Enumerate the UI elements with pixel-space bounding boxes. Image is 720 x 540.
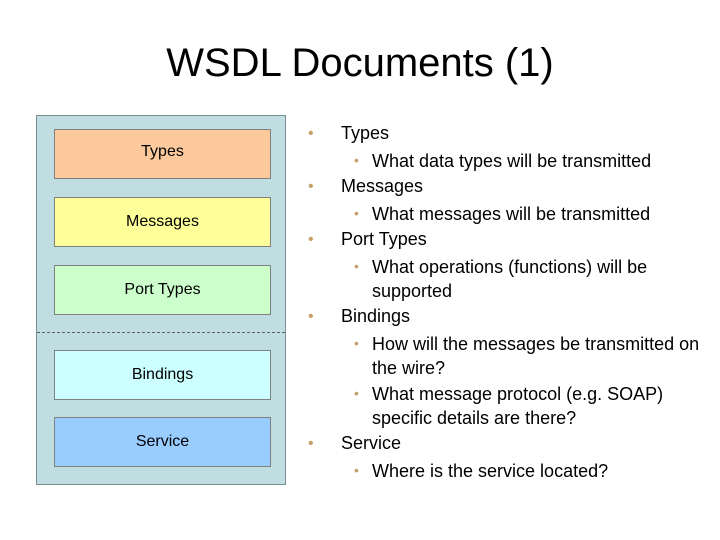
sub-bullet: • What operations (functions) will be su… bbox=[341, 253, 718, 303]
bullet-types: • Types • What data types will be transm… bbox=[308, 120, 718, 173]
bullet-port-types: • Port Types • What operations (function… bbox=[308, 226, 718, 303]
sub-bullet: • What messages will be transmitted bbox=[341, 200, 718, 226]
bullet-list: • Types • What data types will be transm… bbox=[308, 120, 718, 483]
bullet-text: Types bbox=[341, 123, 390, 143]
bullet-service: • Service • Where is the service located… bbox=[308, 430, 718, 483]
sub-bullet: • What data types will be transmitted bbox=[341, 147, 718, 173]
sub-bullet: • How will the messages be transmitted o… bbox=[341, 330, 718, 380]
block-messages: Messages bbox=[54, 197, 271, 247]
bullet-dot-icon: • bbox=[308, 308, 314, 325]
block-service: Service bbox=[54, 417, 271, 467]
sub-bullet-text: What data types will be transmitted bbox=[372, 151, 652, 171]
bullet-text: Service bbox=[341, 433, 402, 453]
sub-bullet: • Where is the service located? bbox=[341, 457, 718, 483]
sub-bullet-text: What message protocol (e.g. SOAP) specif… bbox=[372, 384, 664, 428]
sub-bullet: • What message protocol (e.g. SOAP) spec… bbox=[341, 380, 718, 430]
slide-title: WSDL Documents (1) bbox=[166, 41, 554, 85]
sub-bullet-text: Where is the service located? bbox=[372, 461, 609, 481]
bullet-dot-icon: • bbox=[354, 205, 359, 221]
block-port-types: Port Types bbox=[54, 265, 271, 315]
bullet-dot-icon: • bbox=[354, 462, 359, 478]
sub-bullet-text: What operations (functions) will be supp… bbox=[372, 257, 648, 301]
block-types: Types bbox=[54, 129, 271, 179]
sub-bullet-text: How will the messages be transmitted on … bbox=[372, 334, 700, 378]
bullet-dot-icon: • bbox=[308, 231, 314, 248]
bullet-bindings: • Bindings • How will the messages be tr… bbox=[308, 303, 718, 430]
bullet-dot-icon: • bbox=[308, 435, 314, 452]
bullet-messages: • Messages • What messages will be trans… bbox=[308, 173, 718, 226]
bullet-dot-icon: • bbox=[354, 385, 359, 401]
bullet-text: Port Types bbox=[341, 229, 427, 249]
block-bindings: Bindings bbox=[54, 350, 271, 400]
bullet-dot-icon: • bbox=[354, 152, 359, 168]
bullet-dot-icon: • bbox=[354, 335, 359, 351]
bullet-text: Messages bbox=[341, 176, 424, 196]
bullet-text: Bindings bbox=[341, 306, 411, 326]
bullet-dot-icon: • bbox=[354, 258, 359, 274]
abstract-concrete-divider bbox=[37, 332, 285, 333]
bullet-dot-icon: • bbox=[308, 178, 314, 195]
sub-bullet-text: What messages will be transmitted bbox=[372, 204, 651, 224]
bullet-dot-icon: • bbox=[308, 125, 314, 142]
wsdl-structure-diagram: Types Messages Port Types Bindings Servi… bbox=[36, 115, 286, 485]
